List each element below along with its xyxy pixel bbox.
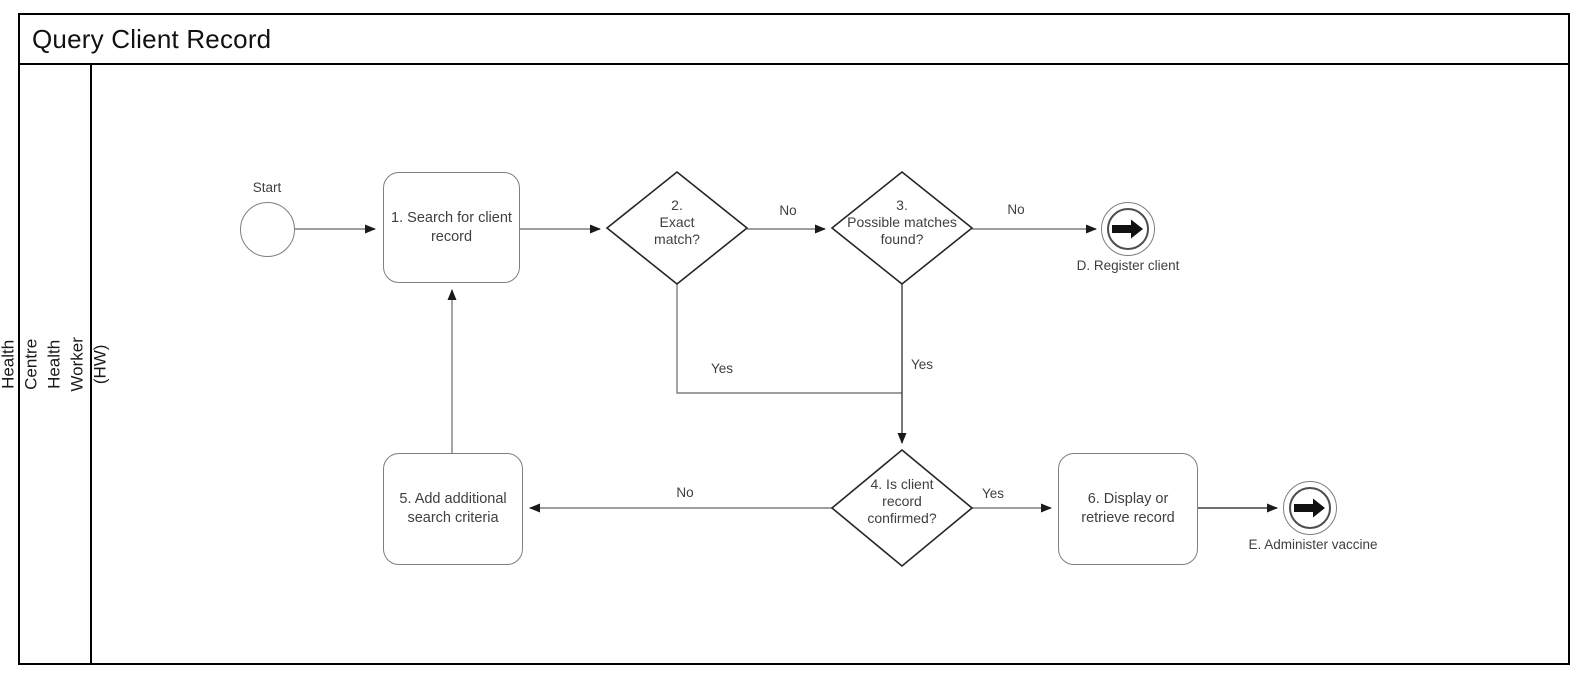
gateway2-label: 2. Exact match? xyxy=(654,197,700,248)
end-event-inner-circle xyxy=(1289,487,1331,529)
gateway4-label: 4. Is client record confirmed? xyxy=(867,476,937,527)
pool-title-band: Query Client Record xyxy=(20,15,1568,65)
end-event-e-label: E. Administer vaccine xyxy=(1248,537,1378,552)
start-event xyxy=(240,202,295,257)
lane-label-cell: Health Centre Health Worker (HW) xyxy=(0,65,109,663)
edge-label-gateway3-yes: Yes xyxy=(910,357,934,372)
end-event-register-client xyxy=(1101,202,1155,256)
end-event-inner-circle xyxy=(1107,208,1149,250)
start-event-label: Start xyxy=(252,180,282,195)
edge-label-gateway3-no: No xyxy=(1007,202,1025,217)
end-event-d-label: D. Register client xyxy=(1076,258,1180,273)
task-5-add-additional-search-criteria: 5. Add additional search criteria xyxy=(383,453,523,565)
edge-label-gateway4-no: No xyxy=(676,485,694,500)
edge-label-gateway4-yes: Yes xyxy=(981,486,1005,501)
lane-label: Health Centre Health Worker (HW) xyxy=(0,336,110,392)
edge-label-gateway2-yes: Yes xyxy=(710,361,734,376)
task-6-display-or-retrieve-record: 6. Display or retrieve record xyxy=(1058,453,1198,565)
pool-title: Query Client Record xyxy=(32,23,272,54)
edge-label-gateway2-no: No xyxy=(779,203,797,218)
thick-right-arrow-icon xyxy=(1112,219,1143,239)
gateway3-label: 3. Possible matches found? xyxy=(847,197,957,248)
thick-right-arrow-icon xyxy=(1294,498,1325,518)
end-event-administer-vaccine xyxy=(1283,481,1337,535)
pool-frame: Query Client Record Health Centre Health… xyxy=(0,13,1570,665)
task-1-search-for-client-record: 1. Search for client record xyxy=(383,172,520,283)
